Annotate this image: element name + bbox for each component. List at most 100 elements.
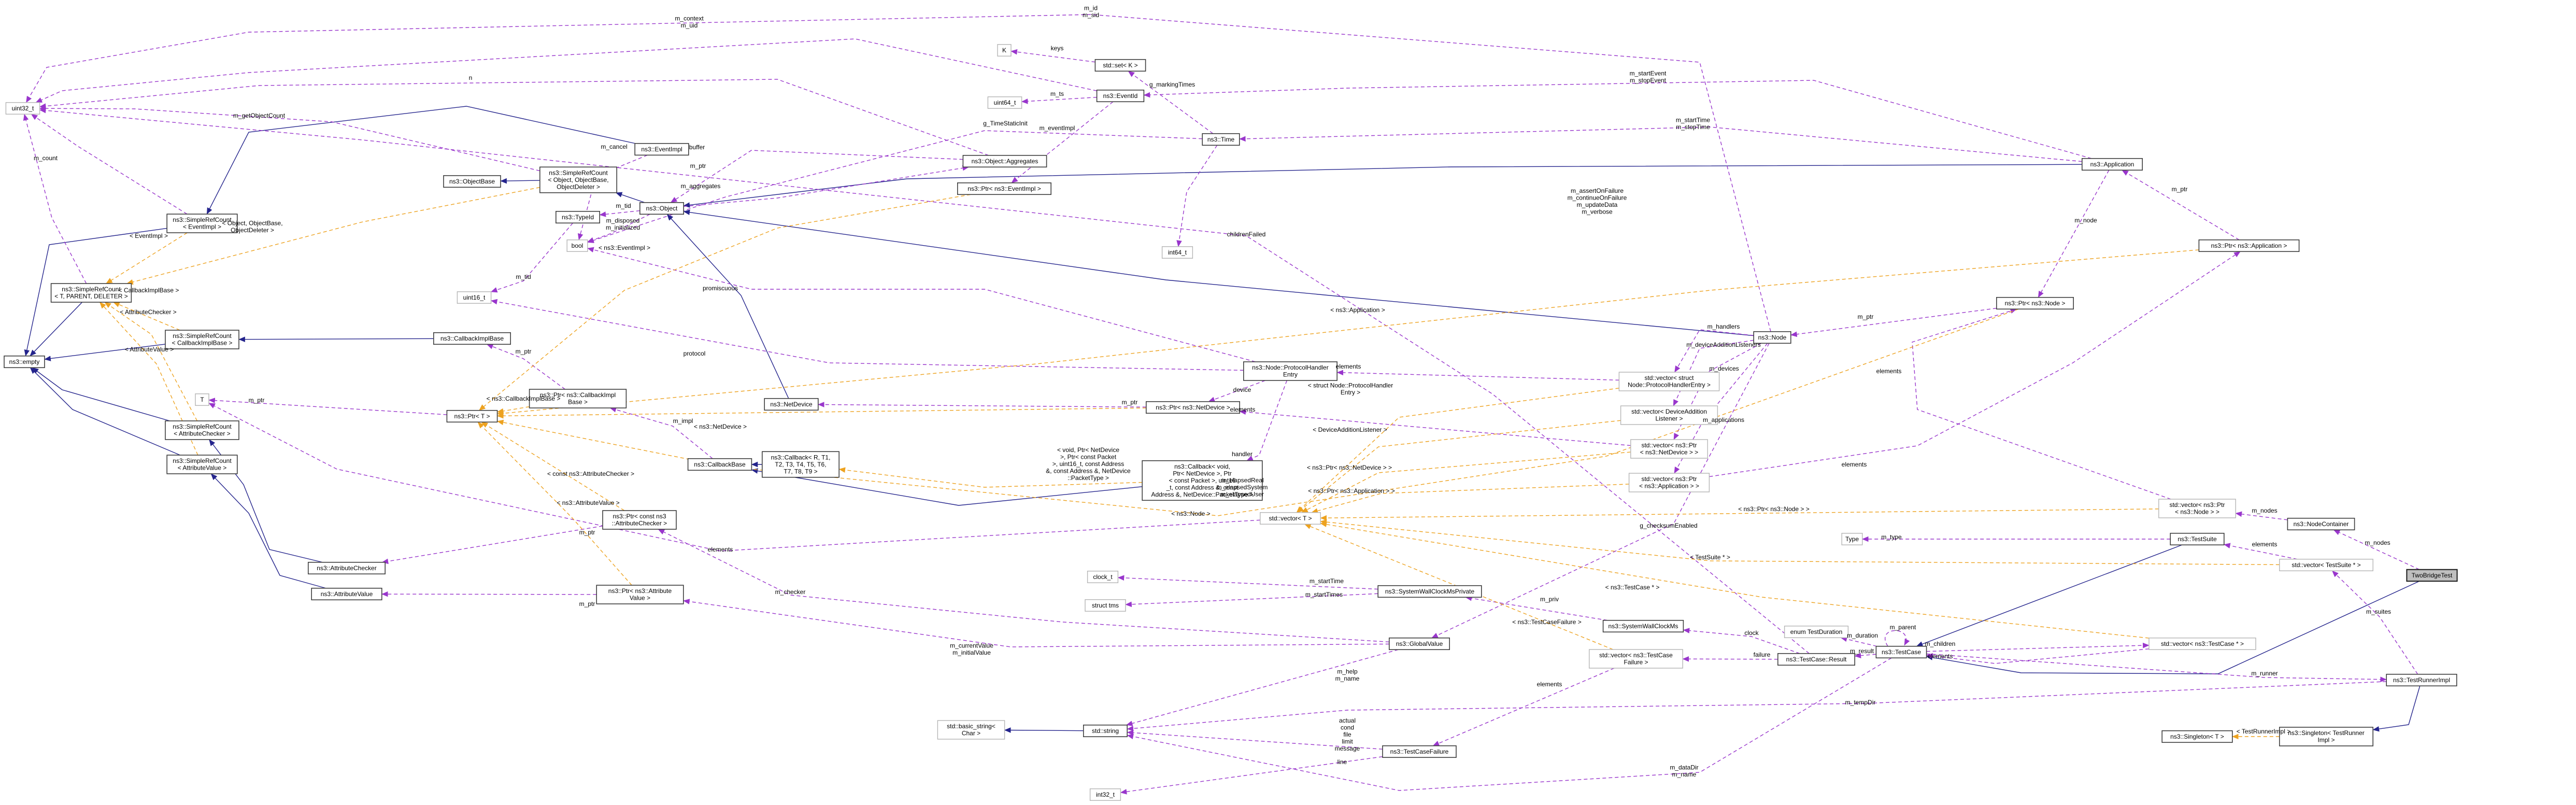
node-node[interactable]: ns3::Node [1753,331,1791,344]
edge-use-application-to-eventid [1143,80,2092,159]
edge-label: buffer [689,144,705,151]
node-bool: bool [566,239,588,252]
node-objectbase[interactable]: ns3::ObjectBase [443,175,501,188]
node-label: ns3::Ptr< ns3::EventImpl > [967,185,1041,192]
edge-label: m_startEvent [1630,69,1667,77]
edge-use-node-to-vec_ptrnd [1673,343,1762,440]
edge-use-ptr_cib-to-cib [486,344,565,390]
node-src_obj[interactable]: ns3::SimpleRefCount< Object, ObjectBase,… [539,166,618,193]
node-label: ns3::Object::Aggregates [972,158,1038,165]
node-ptr_cib[interactable]: ns3::Ptr< ns3::CallbackImplBase > [529,389,627,408]
node-label: < const Packet >, uint16 [1169,477,1236,484]
node-callback_inst[interactable]: ns3::Callback< void,Ptr< NetDevice >, Pt… [1142,460,1263,501]
node-ptr_cac[interactable]: ns3::Ptr< const ns3::AttributeChecker > [602,510,677,530]
node-phe[interactable]: ns3::Node::ProtocolHandlerEntry [1243,361,1338,381]
edge-tmpl-src_ac-to-src_tpd [104,302,198,421]
node-attrchecker[interactable]: ns3::AttributeChecker [307,561,386,575]
edge-label: m_ptr [1858,313,1874,320]
edge-label: m_name [1335,675,1360,682]
edge-use-globalvalue-to-ptr_av [683,599,1389,647]
node-ptr_t[interactable]: ns3::Ptr< T > [446,409,498,423]
node-typeid[interactable]: ns3::TypeId [556,210,601,224]
node-eventimpl[interactable]: ns3::EventImpl [634,143,689,156]
node-object[interactable]: ns3::Object [639,202,685,215]
edge-label: keys [1051,45,1064,52]
edge-label: m_disposed [606,217,640,224]
node-setk[interactable]: std::set< K > [1094,59,1146,72]
node-src_tpd[interactable]: ns3::SimpleRefCount< T, PARENT, DELETER … [50,283,132,303]
node-swcmp[interactable]: ns3::SystemWallClockMsPrivate [1377,585,1482,598]
edge-label: device [1233,386,1251,393]
edge-label: m_deviceAdditionListeners [1686,341,1760,348]
node-testsuite[interactable]: ns3::TestSuite [2170,532,2225,546]
edge-label: actual [1339,717,1356,724]
node-label: T7, T8, T9 > [784,468,817,475]
node-src_av[interactable]: ns3::SimpleRefCount< AttributeValue > [166,455,238,474]
node-singleton_t[interactable]: ns3::Singleton< T > [2161,730,2233,743]
edge-use-src_event-to-uint32 [31,114,188,215]
node-empty[interactable]: ns3::empty [4,355,45,369]
node-application[interactable]: ns3::Application [2082,158,2143,171]
edge-label: m_result [1850,647,1874,655]
edge-use-ptr_cac-to-attrchecker [381,525,603,564]
node-src_cib[interactable]: ns3::SimpleRefCount< CallbackImplBase > [165,330,239,349]
node-ptr_app[interactable]: ns3::Ptr< ns3::Application > [2198,239,2300,252]
node-time[interactable]: ns3::Time [1202,133,1240,146]
node-string[interactable]: std::string [1083,724,1128,738]
edge-use-eventid-to-uint64 [1021,96,1097,104]
node-callbackbase[interactable]: ns3::CallbackBase [687,458,752,471]
node-testrunnerimpl[interactable]: ns3::TestRunnerImpl [2386,673,2457,687]
node-label: ns3::TestCase [1882,648,1921,656]
node-label: < CallbackImplBase > [172,340,233,347]
edge-inherit-src_cib-to-empty [44,344,166,361]
node-vec_ptrnd: std::vector< ns3::Ptr< ns3::NetDevice > … [1630,439,1708,459]
node-src_event[interactable]: ns3::SimpleRefCount< EventImpl > [166,214,238,233]
node-tcf[interactable]: ns3::TestCaseFailure [1382,745,1457,758]
node-label: ns3::SystemWallClockMs [1609,623,1678,630]
node-testcase[interactable]: ns3::TestCase [1875,645,1927,659]
edge-label: m_ptr [1122,399,1138,406]
node-netdevice[interactable]: ns3::NetDevice [764,398,819,411]
edge-label: m_devices [1709,365,1739,372]
node-label: std::set< K > [1103,62,1137,69]
node-label: ns3::SimpleRefCount [173,332,232,340]
node-ptr_eventimpl[interactable]: ns3::Ptr< ns3::EventImpl > [957,182,1052,195]
node-singleton_tri[interactable]: ns3::Singleton< TestRunnerImpl > [2279,727,2373,746]
edge-label: promiscuous [703,285,738,292]
edge-label: m_count [34,154,58,162]
edge-label: < ns3::TestCase * > [1605,584,1660,591]
node-eventid[interactable]: ns3::EventId [1096,89,1145,103]
edge-use-testcase-to-string [1127,657,1892,791]
edge-label: n [469,74,473,81]
node-ptr_nd[interactable]: ns3::Ptr< ns3::NetDevice > [1146,401,1241,414]
edge-label: < ns3::Ptr< ns3::NetDevice > > [1307,464,1392,471]
edge-label: file [1343,731,1351,738]
edge-label: elements [1876,368,1902,375]
node-kbox: K [997,44,1012,57]
node-label: uint16_t [463,294,486,301]
node-result[interactable]: ns3::TestCase::Result [1777,653,1856,666]
edge-use-eventid-to-uint32 [35,38,1097,103]
edge-use-swcm-to-swcmp [1465,595,1607,621]
node-attrvalue[interactable]: ns3::AttributeValue [311,587,382,601]
node-ptr_node[interactable]: ns3::Ptr< ns3::Node > [1996,296,2074,310]
node-callback_generic[interactable]: ns3::Callback< R, T1,T2, T3, T4, T5, T6,… [762,451,840,478]
node-ptr_av[interactable]: ns3::Ptr< ns3::AttributeValue > [596,585,684,604]
node-label: Ptr< NetDevice >, Ptr [1173,470,1231,477]
edge-use-aggregates-to-object [670,150,963,203]
node-swcm[interactable]: ns3::SystemWallClockMs [1602,619,1684,633]
node-globalvalue[interactable]: ns3::GlobalValue [1389,637,1450,651]
edge-tmpl-ptr_app-to-ptr_t [496,249,2199,416]
node-label: ns3::Ptr< ns3::Node > [2005,300,2066,307]
node-label: ns3::SimpleRefCount [173,216,232,223]
edge-label: m_tid [616,202,631,209]
node-nodecontainer[interactable]: ns3::NodeContainer [2287,517,2355,531]
node-src_ac[interactable]: ns3::SimpleRefCount< AttributeChecker > [165,420,239,440]
node-twobridgetest: TwoBridgeTest [2406,569,2458,582]
node-label: struct tms [1092,602,1119,609]
node-cib[interactable]: ns3::CallbackImplBase [433,332,511,345]
node-aggregates[interactable]: ns3::Object::Aggregates [962,154,1047,168]
edge-label: < void, Ptr< NetDevice [1057,446,1119,454]
